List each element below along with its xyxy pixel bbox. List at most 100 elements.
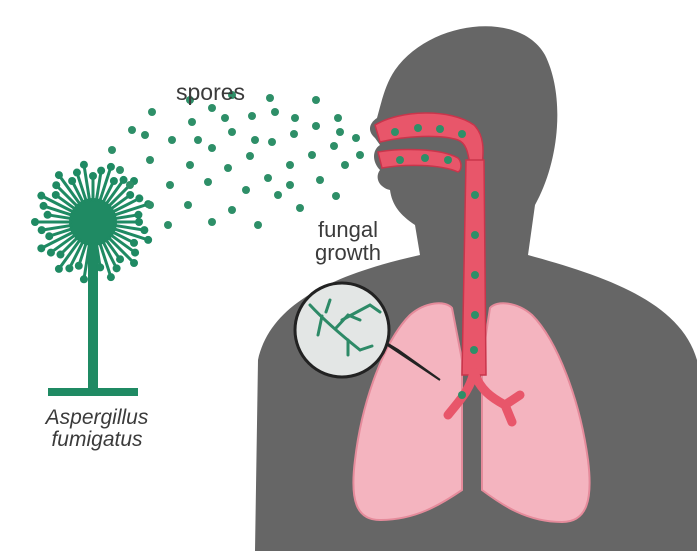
conidium xyxy=(52,191,60,199)
spore xyxy=(268,138,276,146)
spore xyxy=(148,108,156,116)
conidium xyxy=(116,255,124,263)
spore xyxy=(286,181,294,189)
conidium xyxy=(47,249,55,257)
spore xyxy=(266,94,274,102)
spore xyxy=(184,201,192,209)
conidium xyxy=(135,218,143,226)
conidium xyxy=(68,177,76,185)
conidium xyxy=(120,176,128,184)
conidium xyxy=(89,270,97,278)
spore xyxy=(352,134,360,142)
fungal-growth-label-line-2: growth xyxy=(315,240,381,265)
spore xyxy=(166,181,174,189)
spore xyxy=(208,144,216,152)
spore xyxy=(332,192,340,200)
spore xyxy=(290,130,298,138)
spore xyxy=(334,114,342,122)
spore xyxy=(330,142,338,150)
conidium xyxy=(80,161,88,169)
conidium xyxy=(134,211,142,219)
spore xyxy=(271,108,279,116)
conidium xyxy=(73,169,81,177)
conidium xyxy=(140,226,148,234)
spore xyxy=(228,128,236,136)
spore xyxy=(242,186,250,194)
spore xyxy=(254,221,262,229)
spore xyxy=(356,151,364,159)
spore xyxy=(251,136,259,144)
conidium xyxy=(130,239,138,247)
magnifier-lens xyxy=(295,283,389,377)
spore xyxy=(316,176,324,184)
spore xyxy=(312,96,320,104)
spore xyxy=(224,164,232,172)
conidium xyxy=(44,211,52,219)
spore xyxy=(116,166,124,174)
conidium xyxy=(75,262,83,270)
spore xyxy=(308,151,316,159)
spore xyxy=(146,156,154,164)
spore xyxy=(246,152,254,160)
organism-label: Aspergillus fumigatus xyxy=(22,407,172,451)
spore xyxy=(126,181,134,189)
aspergillus-conidiophore-icon xyxy=(31,161,152,396)
spore xyxy=(146,201,154,209)
fungal-growth-label: fungal growth xyxy=(303,218,393,264)
conidium xyxy=(31,218,39,226)
conidium xyxy=(96,263,104,271)
spore xyxy=(274,191,282,199)
spore xyxy=(164,221,172,229)
conidium xyxy=(144,236,152,244)
conidium xyxy=(131,249,139,257)
spore xyxy=(264,174,272,182)
conidium xyxy=(52,181,60,189)
conidium xyxy=(80,275,88,283)
fungal-growth-label-line-1: fungal xyxy=(318,217,378,242)
spore xyxy=(291,114,299,122)
spore xyxy=(312,122,320,130)
spores-label: spores xyxy=(176,80,245,104)
spore xyxy=(188,118,196,126)
conidium xyxy=(110,177,118,185)
spore xyxy=(248,112,256,120)
airborne-spores xyxy=(108,91,364,229)
spore xyxy=(141,131,149,139)
spore xyxy=(208,218,216,226)
organism-genus: Aspergillus xyxy=(22,407,172,429)
conidium xyxy=(65,264,73,272)
conidium xyxy=(89,172,97,180)
conidium xyxy=(56,251,64,259)
conidium xyxy=(37,244,45,252)
conidium xyxy=(55,265,63,273)
spore xyxy=(208,104,216,112)
phialide xyxy=(115,215,135,218)
conidium xyxy=(38,226,46,234)
organism-species: fumigatus xyxy=(22,429,172,451)
conidium xyxy=(40,202,48,210)
spore xyxy=(336,128,344,136)
spore xyxy=(204,178,212,186)
spore xyxy=(108,146,116,154)
conidium xyxy=(97,167,105,175)
spore xyxy=(221,114,229,122)
spore xyxy=(194,136,202,144)
conidium xyxy=(107,163,115,171)
conidium xyxy=(113,264,121,272)
conidium xyxy=(37,192,45,200)
spore xyxy=(228,206,236,214)
spore xyxy=(286,161,294,169)
spore xyxy=(186,161,194,169)
spore xyxy=(128,126,136,134)
conidium xyxy=(126,191,134,199)
spore xyxy=(168,136,176,144)
conidium xyxy=(45,232,53,240)
conidium xyxy=(107,273,115,281)
conidium xyxy=(55,171,63,179)
spore xyxy=(341,161,349,169)
phialide xyxy=(52,215,72,218)
spore xyxy=(296,204,304,212)
conidium xyxy=(130,259,138,267)
conidium xyxy=(135,194,143,202)
